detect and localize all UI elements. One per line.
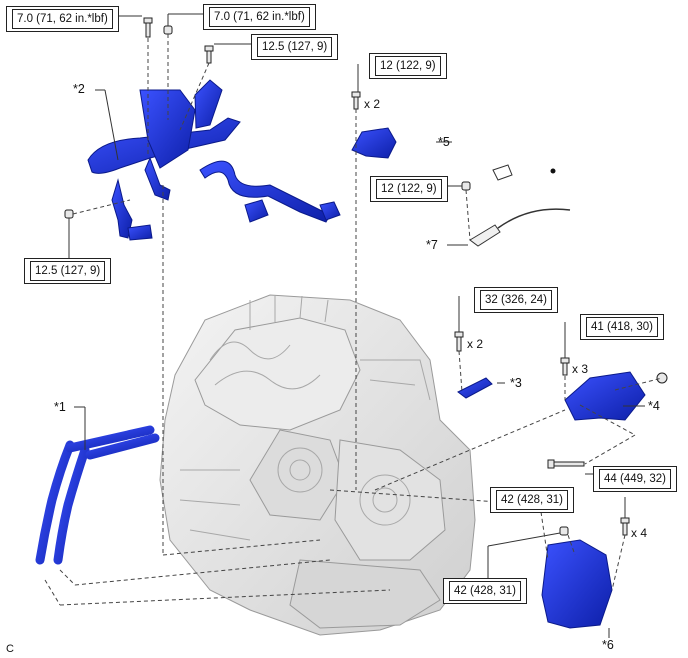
quantity-label: x 4: [631, 526, 648, 540]
bracket-part-5: [351, 127, 397, 159]
sensor-part-7: [469, 164, 571, 247]
torque-label: 42 (428, 31): [490, 487, 575, 513]
mount-part-6: [541, 539, 613, 629]
quantity-label: x 3: [572, 362, 589, 376]
torque-label: 7.0 (71, 62 in.*lbf): [6, 6, 119, 32]
bracket-part-4: [564, 371, 646, 421]
callout-label: *4: [648, 399, 660, 413]
bracket-part-3: [457, 377, 493, 399]
torque-label: 12.5 (127, 9): [251, 34, 339, 60]
torque-label: 7.0 (71, 62 in.*lbf): [203, 4, 316, 30]
torque-label: 44 (449, 32): [593, 466, 678, 492]
connector-dot-icon: [550, 168, 556, 174]
figure-code: C: [6, 643, 14, 655]
callout-label: *5: [438, 135, 450, 149]
torque-label: 12 (122, 9): [369, 53, 447, 79]
engine-assembly: [159, 294, 476, 636]
torque-label: 12.5 (127, 9): [24, 258, 112, 284]
wire-harness-part: [87, 79, 341, 241]
quantity-label: x 2: [467, 337, 484, 351]
dashed-alignment-lines: [44, 34, 663, 606]
callout-label: *7: [426, 238, 438, 252]
leader-lines: [68, 13, 645, 638]
torque-label: 32 (326, 24): [474, 287, 559, 313]
pipe-part: [35, 425, 160, 565]
quantity-label: x 2: [364, 97, 381, 111]
torque-label: 42 (428, 31): [443, 578, 528, 604]
callout-label: *2: [73, 82, 85, 96]
torque-label: 41 (418, 30): [580, 314, 665, 340]
torque-label: 12 (122, 9): [370, 176, 448, 202]
callout-label: *1: [54, 400, 66, 414]
callout-label: *3: [510, 376, 522, 390]
callout-label: *6: [602, 638, 614, 652]
